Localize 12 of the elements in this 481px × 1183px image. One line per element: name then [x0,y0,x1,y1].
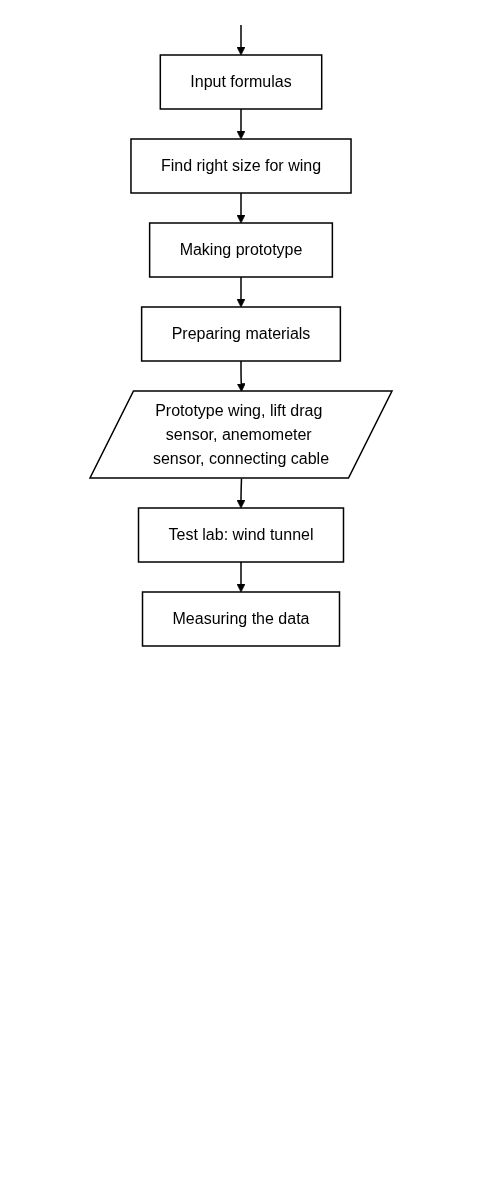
arrow [236,561,245,593]
node-box: Test lab: wind tunnel [137,507,344,563]
node-box: Find right size for wing [129,138,352,194]
node-box: Input formulas [159,54,322,110]
arrow [236,360,246,392]
arrow [236,108,245,140]
arrow [236,24,245,56]
node-box: Preparing materials [140,306,341,362]
arrow [236,276,245,308]
arrow [236,192,245,224]
node-box: Making prototype [148,222,333,278]
node-box: Measuring the data [141,591,340,647]
